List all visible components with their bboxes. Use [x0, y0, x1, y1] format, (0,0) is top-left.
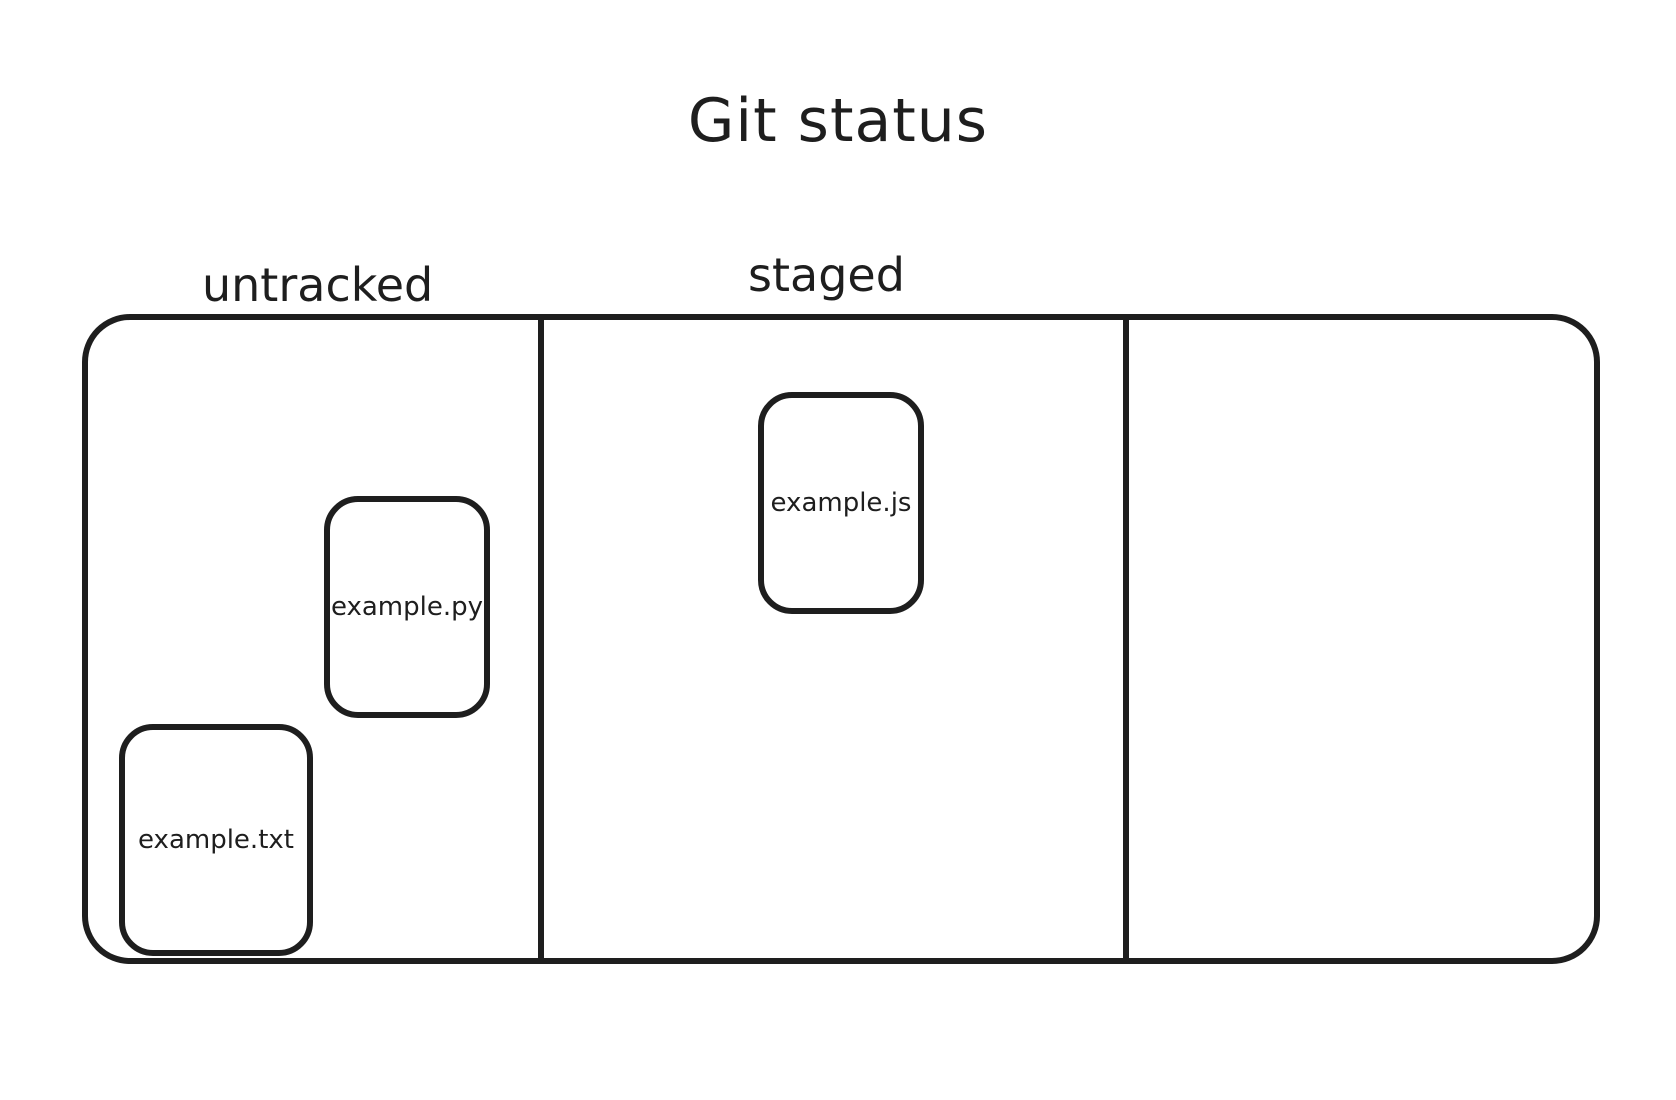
file-card-example-txt: example.txt: [119, 724, 313, 956]
file-name: example.py: [330, 592, 484, 622]
column-label-untracked: untracked: [202, 258, 434, 312]
column-divider: [538, 316, 544, 964]
status-board: [82, 314, 1600, 964]
diagram-title: Git status: [687, 86, 989, 156]
file-card-example-js: example.js: [758, 392, 924, 614]
file-card-example-py: example.py: [324, 496, 490, 718]
file-name: example.txt: [138, 825, 294, 855]
column-label-staged: staged: [748, 248, 905, 302]
column-divider: [1123, 316, 1129, 964]
file-name: example.js: [770, 488, 912, 518]
